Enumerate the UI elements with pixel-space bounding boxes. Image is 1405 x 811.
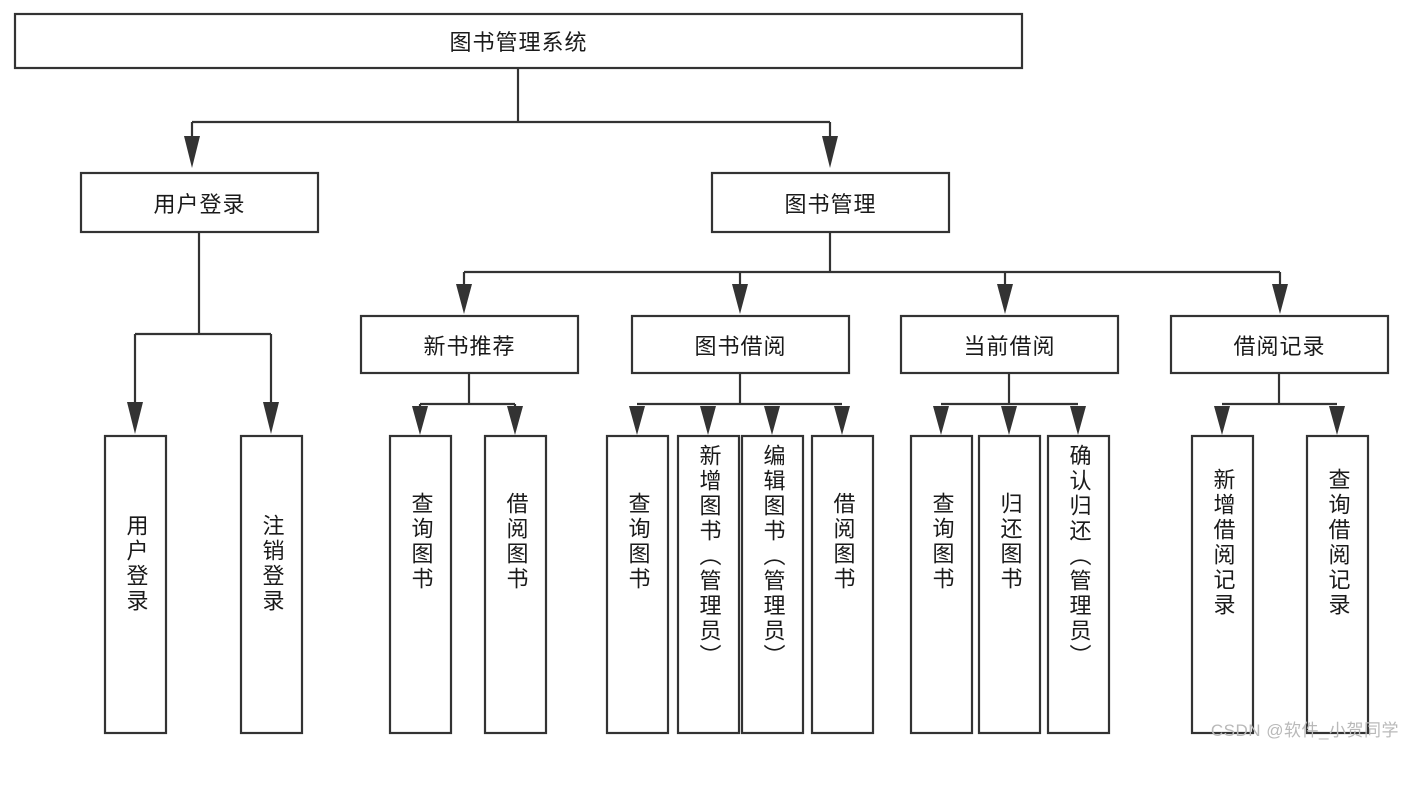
arrow-head-newbook-1 [412, 406, 428, 435]
node-box-leaf-user-login[interactable] [103, 434, 168, 735]
leaf-borrow-query-text: 查询图书 [625, 492, 651, 592]
connector-group-records [1214, 373, 1345, 435]
node-box-leaf-user-logout[interactable] [239, 434, 304, 735]
node-box-leaf-borrow-query[interactable] [605, 434, 670, 735]
arrow-head-current-2 [1001, 406, 1017, 435]
arrow-head-borrow-1 [629, 406, 645, 435]
node-box-borrow-records[interactable] [1169, 314, 1390, 375]
user-login-text: 用户登录 [153, 191, 246, 217]
node-box-leaf-newbook-query[interactable] [388, 434, 453, 735]
arrow-head-current-1 [933, 406, 949, 435]
label-user-login: 用户登录 [81, 173, 318, 232]
root-title-text: 图书管理系统 [449, 30, 588, 55]
book-borrow-text: 图书借阅 [694, 333, 787, 359]
node-box-leaf-borrow-add[interactable] [676, 434, 741, 735]
label-root: 图书管理系统 [15, 14, 1022, 68]
node-box-leaf-current-confirm[interactable] [1046, 434, 1111, 735]
leaf-borrow-take-text: 借阅图书 [830, 492, 856, 592]
node-box-leaf-borrow-take[interactable] [810, 434, 875, 735]
leaf-current-confirm-text: 确认归还（管理员） [1066, 444, 1092, 669]
label-leaf-current-query: 查询图书 [911, 436, 972, 789]
leaf-user-login-text: 用户登录 [123, 514, 149, 614]
arrow-head-root-book [822, 136, 838, 168]
label-leaf-borrow-edit: 编辑图书（管理员） [742, 436, 803, 741]
arrow-head-book-c2 [732, 284, 748, 314]
tree-diagram-svg [13, 12, 1390, 735]
leaf-current-return-text: 归还图书 [997, 492, 1023, 592]
node-box-leaf-current-query[interactable] [909, 434, 974, 735]
arrow-head-book-c4 [1272, 284, 1288, 314]
label-current-borrow: 当前借阅 [901, 316, 1118, 373]
arrow-head-records-2 [1329, 406, 1345, 435]
node-box-leaf-records-query[interactable] [1305, 434, 1370, 735]
label-book-mgmt: 图书管理 [712, 173, 949, 232]
arrow-head-records-1 [1214, 406, 1230, 435]
node-box-current-borrow[interactable] [899, 314, 1120, 375]
leaf-records-query-text: 查询借阅记录 [1325, 468, 1351, 618]
node-box-leaf-current-return[interactable] [977, 434, 1042, 735]
node-box-book-mgmt[interactable] [710, 171, 951, 234]
arrow-head-root-user [184, 136, 200, 168]
connector-group-new-book [412, 373, 523, 435]
leaf-borrow-edit-text: 编辑图书（管理员） [760, 444, 786, 669]
current-borrow-text: 当前借阅 [963, 333, 1056, 359]
node-box-book-borrow[interactable] [630, 314, 851, 375]
label-new-book-rec: 新书推荐 [361, 316, 578, 373]
label-leaf-user-logout: 注销登录 [241, 436, 302, 811]
arrow-head-book-c3 [997, 284, 1013, 314]
node-box-root[interactable] [13, 12, 1024, 70]
arrow-head-borrow-4 [834, 406, 850, 435]
label-leaf-current-return: 归还图书 [979, 436, 1040, 789]
book-mgmt-text: 图书管理 [784, 191, 877, 217]
label-book-borrow: 图书借阅 [632, 316, 849, 373]
node-box-new-book-rec[interactable] [359, 314, 580, 375]
label-leaf-newbook-borrow: 借阅图书 [485, 436, 546, 789]
new-book-rec-text: 新书推荐 [423, 333, 516, 359]
leaf-borrow-add-text: 新增图书（管理员） [696, 444, 722, 669]
csdn-watermark: CSDN @软件_小贺同学 [1210, 721, 1399, 740]
leaf-newbook-query-text: 查询图书 [408, 492, 434, 592]
arrow-head-current-3 [1070, 406, 1086, 435]
label-leaf-borrow-query: 查询图书 [607, 436, 668, 789]
borrow-records-text: 借阅记录 [1233, 333, 1326, 359]
arrow-head-newbook-2 [507, 406, 523, 435]
label-leaf-current-confirm: 确认归还（管理员） [1048, 436, 1109, 741]
connector-group-user-login [127, 232, 279, 434]
label-leaf-user-login: 用户登录 [105, 436, 166, 811]
arrow-head-user-leaf-1 [127, 402, 143, 434]
arrow-head-user-leaf-2 [263, 402, 279, 434]
arrow-head-book-c1 [456, 284, 472, 314]
label-leaf-borrow-add: 新增图书（管理员） [678, 436, 739, 741]
leaf-records-add-text: 新增借阅记录 [1210, 468, 1236, 618]
connector-group-current [933, 373, 1086, 435]
connector-group-book-mgmt [456, 232, 1288, 314]
label-leaf-records-add: 新增借阅记录 [1192, 436, 1253, 765]
arrow-head-borrow-2 [700, 406, 716, 435]
node-box-leaf-newbook-borrow[interactable] [483, 434, 548, 735]
leaf-newbook-borrow-text: 借阅图书 [503, 492, 529, 592]
node-box-leaf-borrow-edit[interactable] [740, 434, 805, 735]
diagram-canvas: 图书管理系统 用户登录 图书管理 新书推荐 图书借阅 当前借阅 借阅记录 用户登… [13, 12, 1399, 741]
arrow-head-borrow-3 [764, 406, 780, 435]
node-box-user-login[interactable] [79, 171, 320, 234]
leaf-current-query-text: 查询图书 [929, 492, 955, 592]
label-borrow-records: 借阅记录 [1171, 316, 1388, 373]
connector-group-root [184, 68, 838, 168]
node-box-leaf-records-add[interactable] [1190, 434, 1255, 735]
label-leaf-records-query: 查询借阅记录 [1307, 436, 1368, 765]
label-leaf-borrow-take: 借阅图书 [812, 436, 873, 789]
connector-group-borrow [629, 373, 850, 435]
label-leaf-newbook-query: 查询图书 [390, 436, 451, 789]
leaf-user-logout-text: 注销登录 [259, 514, 285, 614]
